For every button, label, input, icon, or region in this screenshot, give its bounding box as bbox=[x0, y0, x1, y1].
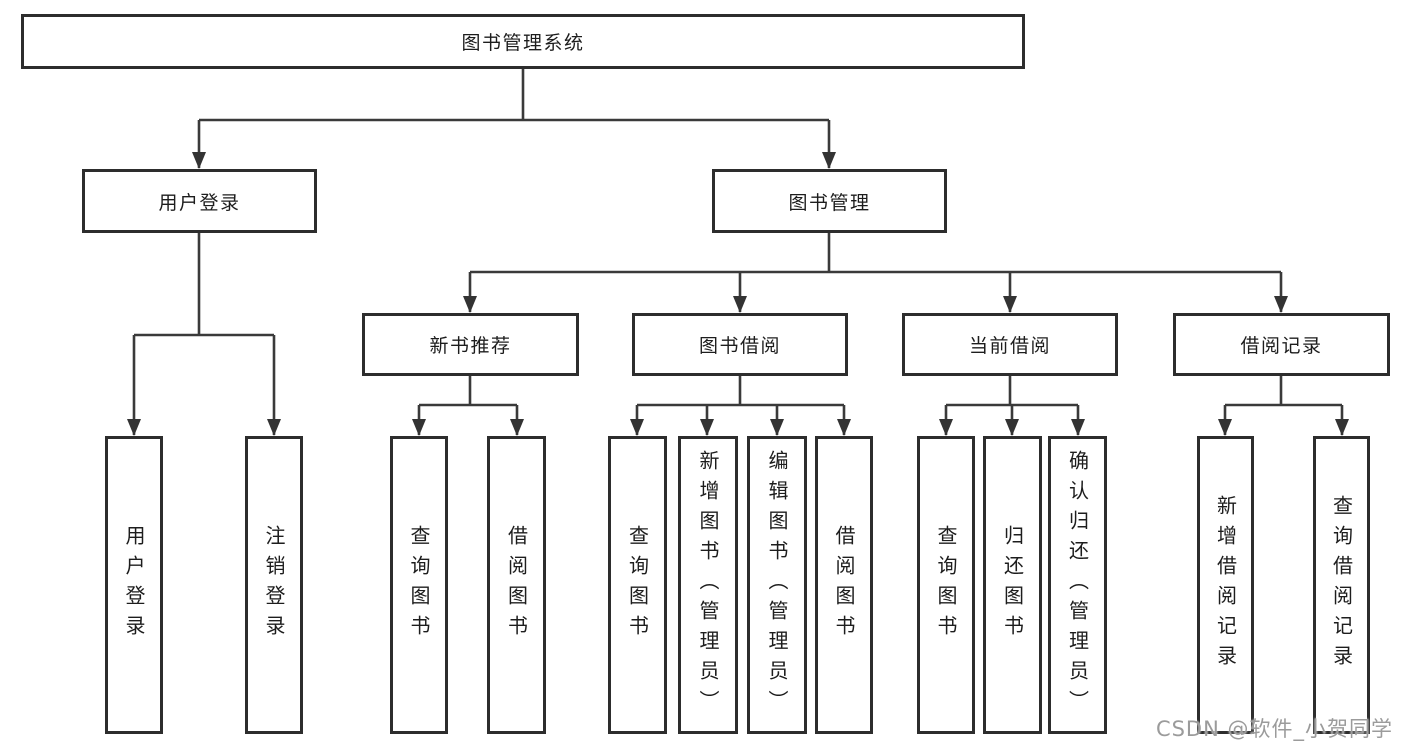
node-label: 查询图书 bbox=[934, 525, 958, 645]
node-label: 借阅图书 bbox=[504, 525, 529, 645]
leaf-query-books-1: 查询图书 bbox=[390, 436, 448, 734]
book-borrowing-connector bbox=[630, 376, 851, 436]
user-login-connector bbox=[127, 233, 281, 436]
node-label: 编辑图书（管理员） bbox=[765, 450, 789, 720]
leaf-query-borrow-record: 查询借阅记录 bbox=[1313, 436, 1370, 734]
book-management-connector bbox=[463, 233, 1288, 313]
node-current-borrowing: 当前借阅 bbox=[902, 313, 1118, 376]
leaf-confirm-return-admin: 确认归还（管理员） bbox=[1048, 436, 1107, 734]
node-new-book-recommend: 新书推荐 bbox=[362, 313, 579, 376]
node-label: 确认归还（管理员） bbox=[1065, 450, 1090, 720]
leaf-borrow-books-2: 借阅图书 bbox=[815, 436, 873, 734]
node-label: 借阅图书 bbox=[832, 525, 856, 645]
node-book-borrowing: 图书借阅 bbox=[632, 313, 848, 376]
node-label: 查询图书 bbox=[407, 525, 431, 645]
node-label: 当前借阅 bbox=[968, 335, 1051, 357]
borrow-records-connector bbox=[1218, 376, 1349, 436]
node-library-system: 图书管理系统 bbox=[21, 14, 1025, 69]
node-label: 新增借阅记录 bbox=[1213, 495, 1238, 675]
leaf-user-login: 用户登录 bbox=[105, 436, 163, 734]
node-label: 借阅记录 bbox=[1240, 335, 1323, 357]
node-label: 图书管理 bbox=[788, 191, 871, 214]
node-label: 注销登录 bbox=[262, 525, 286, 645]
node-borrow-records: 借阅记录 bbox=[1173, 313, 1390, 376]
new-book-recommend-connector bbox=[412, 376, 524, 436]
leaf-add-book-admin: 新增图书（管理员） bbox=[678, 436, 738, 734]
node-label: 新书推荐 bbox=[429, 335, 512, 357]
csdn-watermark: CSDN @软件_小贺同学 bbox=[1155, 717, 1393, 741]
node-label: 归还图书 bbox=[1000, 525, 1025, 645]
leaf-edit-book-admin: 编辑图书（管理员） bbox=[747, 436, 807, 734]
node-label: 图书借阅 bbox=[698, 335, 781, 357]
leaf-query-books-3: 查询图书 bbox=[917, 436, 975, 734]
node-label: 用户登录 bbox=[158, 191, 241, 214]
node-book-management: 图书管理 bbox=[712, 169, 947, 233]
leaf-return-book: 归还图书 bbox=[983, 436, 1042, 734]
root-connector bbox=[192, 69, 836, 169]
node-label: 查询借阅记录 bbox=[1329, 495, 1354, 675]
current-borrowing-connector bbox=[939, 376, 1085, 436]
leaf-add-borrow-record: 新增借阅记录 bbox=[1197, 436, 1254, 734]
leaf-logout: 注销登录 bbox=[245, 436, 303, 734]
node-label: 用户登录 bbox=[122, 525, 146, 645]
leaf-borrow-books-1: 借阅图书 bbox=[487, 436, 546, 734]
node-label: 新增图书（管理员） bbox=[696, 450, 720, 720]
leaf-query-books-2: 查询图书 bbox=[608, 436, 667, 734]
node-label: 查询图书 bbox=[625, 525, 650, 645]
node-user-login: 用户登录 bbox=[82, 169, 317, 233]
node-label: 图书管理系统 bbox=[461, 32, 585, 54]
